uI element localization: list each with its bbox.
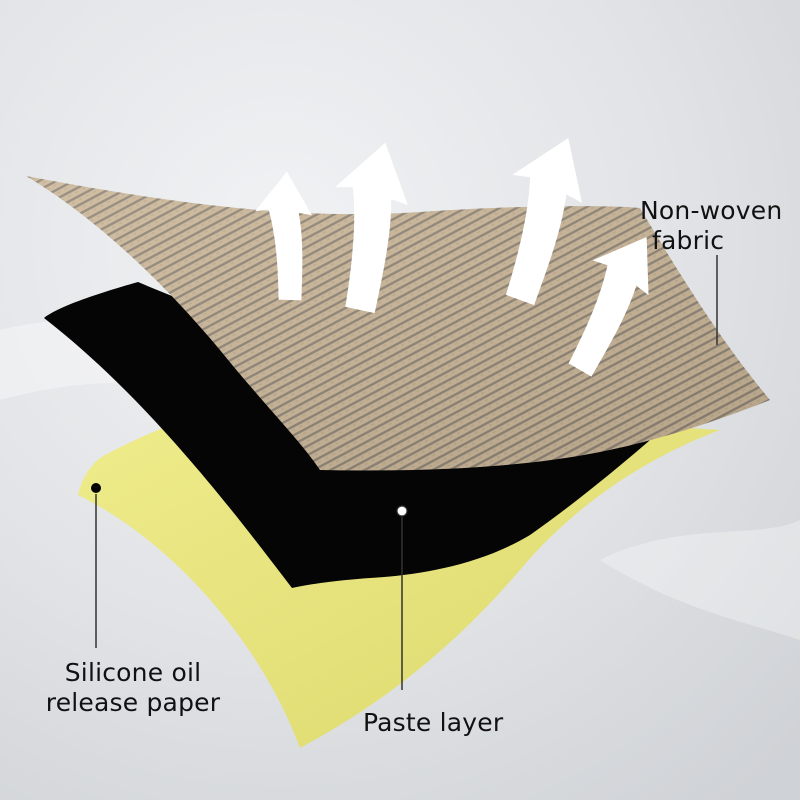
background-fold [600,520,800,640]
nonwoven-fabric-label: Non-woven fabric [640,196,800,256]
nonwoven-label-line2: fabric [652,226,725,255]
silicone-marker-dot [91,483,101,493]
breathable-arrow-icon [505,138,582,306]
non-woven-fabric-layer [26,176,770,471]
paste-layer-label: Paste layer [363,708,504,737]
nonwoven-label-line1: Non-woven [640,196,783,225]
silicone-release-paper-label: Silicone oil release paper [33,658,233,718]
arrow-group [255,138,649,377]
silicone-label-line1: Silicone oil [64,658,202,687]
breathable-arrow-icon [255,171,312,301]
silicone-label-line2: release paper [45,688,221,717]
paste-marker-dot [396,505,408,517]
breathable-arrow-icon [335,142,408,314]
breathable-arrow-icon [568,236,649,377]
